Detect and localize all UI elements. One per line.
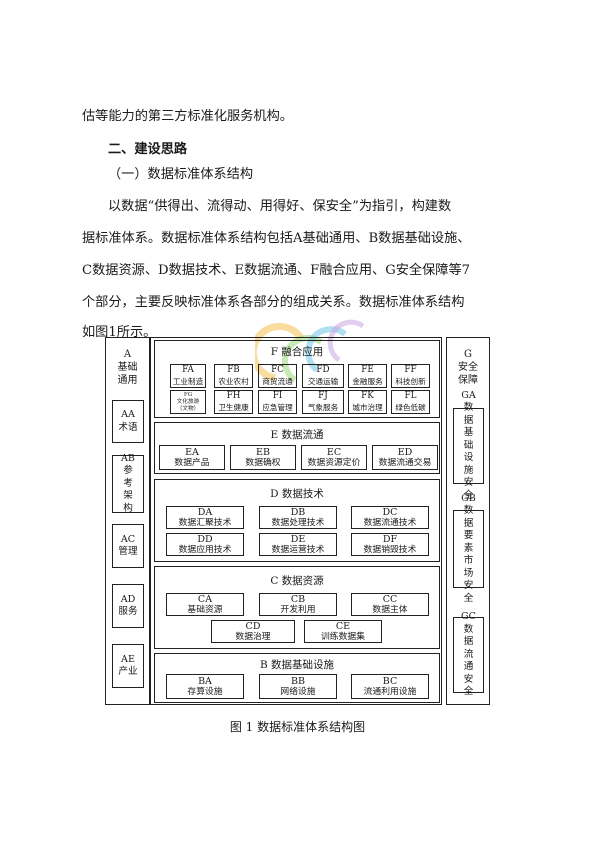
section-heading: 二、建设思路 [108, 142, 188, 157]
body-line: 如图1所示。 [82, 325, 157, 340]
column-g-label: 保障 [458, 375, 478, 386]
box-aa: AA 术语 [112, 400, 144, 443]
column-a: A 基础 通用 AA 术语 AB 参考架构 AC 管理 AD 服务 AE 产业 [105, 337, 150, 705]
watermark-logo [255, 319, 365, 383]
column-g-label: 安全 [458, 362, 478, 373]
box-ga: GA 数据基础设施安全 [453, 390, 484, 501]
section-e-title: E 数据流通 [270, 429, 324, 441]
section-d-title: D 数据技术 [270, 488, 324, 500]
box-ab: AB 参考架构 [112, 453, 144, 514]
center-frame [150, 337, 442, 705]
column-g-code: G [464, 349, 472, 360]
column-a-label: 基础 [117, 362, 138, 373]
body-line: C数据资源、D数据技术、E数据流通、F融合应用、G安全保障等7 [82, 263, 471, 278]
body-line: 估等能力的第三方标准化服务机构。 [82, 109, 293, 124]
column-a-label: 通用 [117, 375, 138, 386]
section-c-title: C 数据资源 [270, 575, 324, 587]
figure-caption: 图 1 数据标准体系结构图 [229, 720, 366, 734]
column-g: G 安全 保障 GA 数据基础设施安全 GB 数据要素市场安全 GC 数据流通安… [446, 337, 490, 705]
body-line: 以数据“供得出、流得动、用得好、保安全”为指引，构建数 [108, 199, 452, 214]
box-ae: AE 产业 [112, 644, 144, 688]
box-gb: GB 数据要素市场安全 [453, 493, 484, 604]
box-gc: GC 数据流通安全 [453, 611, 484, 697]
body-line: 据标准体系。数据标准体系结构包括A基础通用、B数据基础设施、 [82, 231, 471, 246]
section-b-title: B 数据基础设施 [259, 659, 335, 671]
body-line: 个部分，主要反映标准体系各部分的组成关系。数据标准体系结构 [82, 295, 465, 310]
box-ad: AD 服务 [112, 584, 144, 628]
subsection-heading: （一）数据标准体系结构 [108, 167, 254, 182]
box-ac: AC 管理 [112, 524, 144, 568]
column-a-code: A [123, 349, 132, 360]
section-f-title: F 融合应用 [270, 346, 324, 358]
